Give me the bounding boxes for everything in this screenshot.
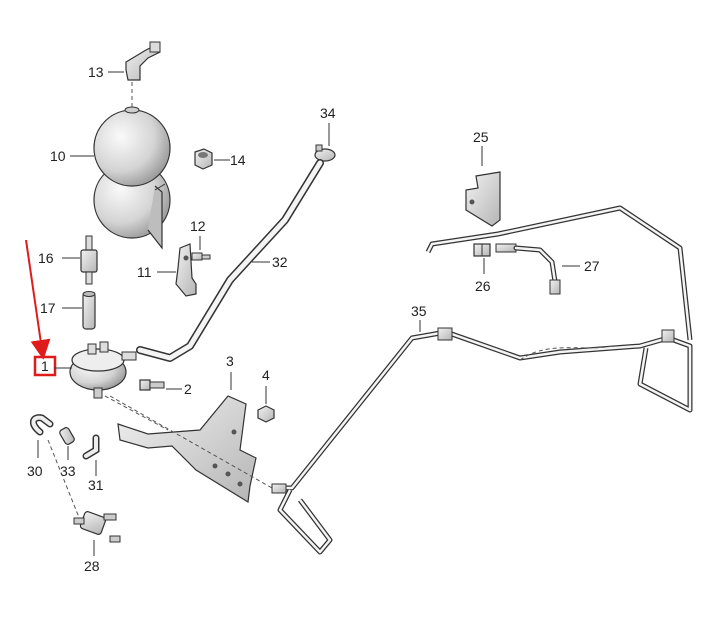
part-1-vacuum-unit: [69, 341, 137, 399]
callout-4: 4: [262, 367, 270, 383]
callout-14: 14: [230, 152, 246, 168]
part-25-bracket: [465, 171, 501, 227]
part-33-hose: [59, 427, 75, 445]
part-34-clamp: [314, 144, 336, 162]
part-13-elbow-connector: [125, 41, 161, 81]
part-14-nut: [194, 148, 213, 170]
callout-16: 16: [38, 250, 54, 266]
callout-33: 33: [60, 463, 76, 479]
part-35-pipe: [271, 327, 693, 555]
part-28-valve: [73, 511, 121, 543]
part-2-bolt: [139, 379, 165, 391]
part-26-clip: [473, 243, 491, 257]
part-17-hose: [82, 291, 96, 330]
part-30-hose: [30, 414, 54, 436]
callout-13: 13: [88, 64, 104, 80]
part-4-nut: [257, 405, 275, 423]
dashed-guide-pipe: [519, 345, 613, 361]
callout-3: 3: [226, 353, 234, 369]
dashed-guide-30-to-28: [47, 439, 81, 521]
callout-12: 12: [190, 218, 206, 234]
upper-pipe-run: [425, 205, 693, 341]
part-32-vacuum-hose: [136, 159, 324, 362]
part-12-bolt: [191, 252, 211, 261]
part-27-hose: [495, 243, 561, 295]
dashed-guide-1-to-3: [104, 395, 169, 431]
callout-2: 2: [184, 381, 192, 397]
callout-26: 26: [475, 278, 491, 294]
dashed-guide-1-to-35: [109, 395, 273, 489]
callout-11: 11: [137, 264, 152, 280]
callout-30: 30: [27, 463, 43, 479]
part-31-hose-elbow: [82, 434, 100, 460]
part-3-mounting-bracket: [117, 395, 257, 503]
part-16-filter: [80, 235, 98, 285]
callout-34: 34: [320, 105, 336, 121]
callout-27: 27: [584, 258, 600, 274]
callout-31: 31: [88, 477, 104, 493]
callout-25: 25: [473, 129, 489, 145]
callout-10: 10: [50, 148, 66, 164]
callout-17: 17: [40, 300, 56, 316]
highlight-box: [33, 355, 57, 377]
highlight-arrow: [25, 239, 51, 360]
callout-32: 32: [272, 254, 288, 270]
callout-35: 35: [411, 303, 427, 319]
callout-28: 28: [84, 558, 100, 574]
callout-1: 1: [41, 358, 49, 374]
part-10-vacuum-reservoir: [93, 82, 171, 250]
part-11-bracket: [175, 243, 197, 297]
